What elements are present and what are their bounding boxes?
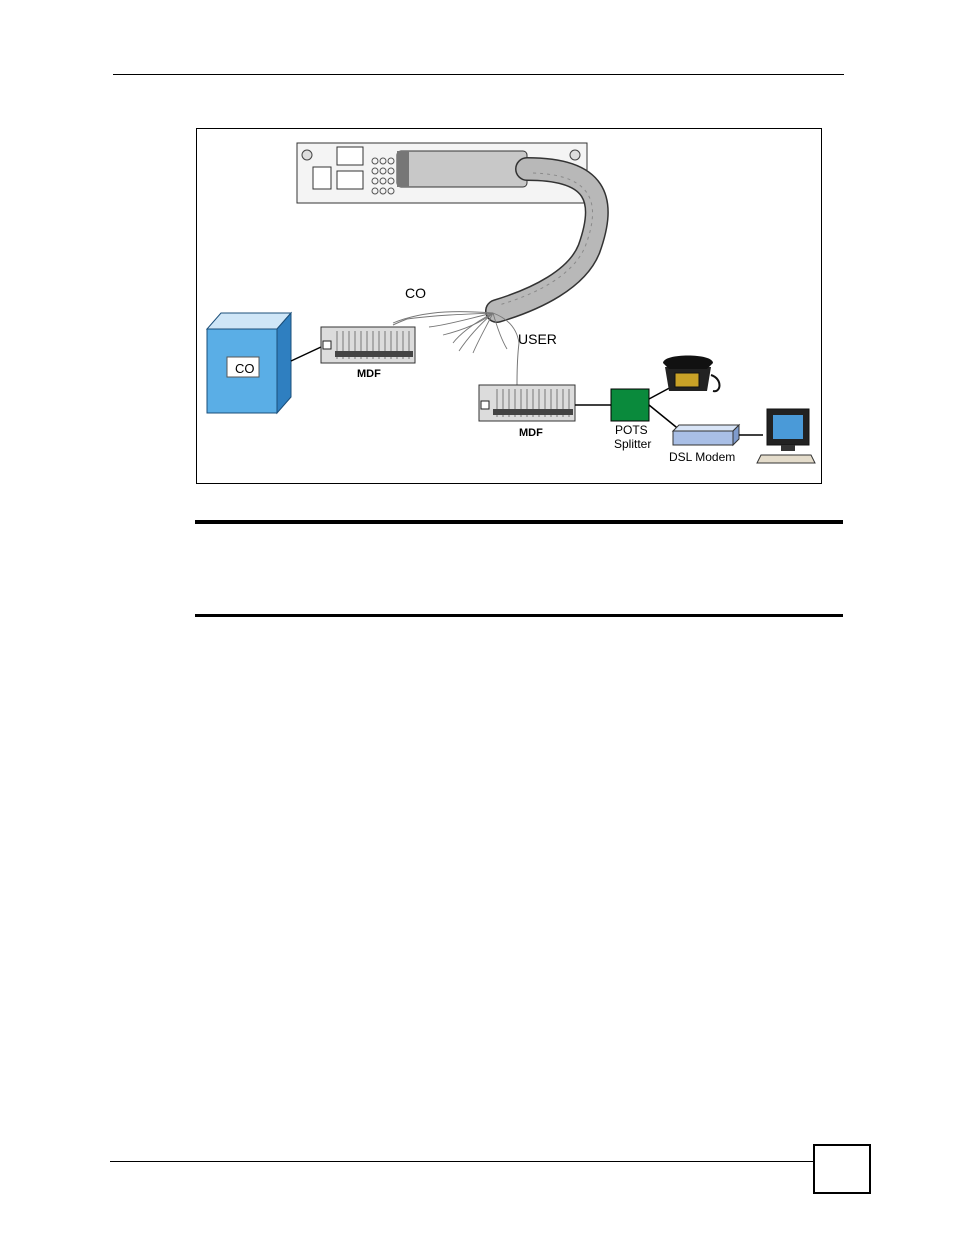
mdf-right-label: MDF (519, 427, 543, 439)
mdf-left-label: MDF (357, 368, 381, 380)
user-line-label: USER (518, 331, 557, 347)
co-line-label: CO (405, 285, 426, 301)
diagram-drawing (197, 129, 823, 485)
mdf-left (321, 327, 415, 363)
note-bottom-rule (195, 614, 843, 617)
header-rule (113, 74, 844, 75)
pots-splitter-label-line1: POTS (615, 423, 648, 437)
telephone-icon (663, 356, 720, 392)
network-diagram: CO CO USER MDF MDF POTS Splitter DSL Mod… (196, 128, 822, 484)
computer-icon (757, 409, 815, 463)
pots-splitter-label-line2: Splitter (614, 437, 651, 451)
mdf-right (479, 385, 575, 421)
footer-rule (110, 1161, 813, 1162)
dsl-modem-label: DSL Modem (669, 450, 735, 464)
pots-splitter-box (611, 389, 649, 421)
dsl-modem-icon (673, 425, 739, 445)
co-box-label: CO (235, 361, 255, 376)
note-top-rule (195, 520, 843, 524)
page-number-box (813, 1144, 871, 1194)
